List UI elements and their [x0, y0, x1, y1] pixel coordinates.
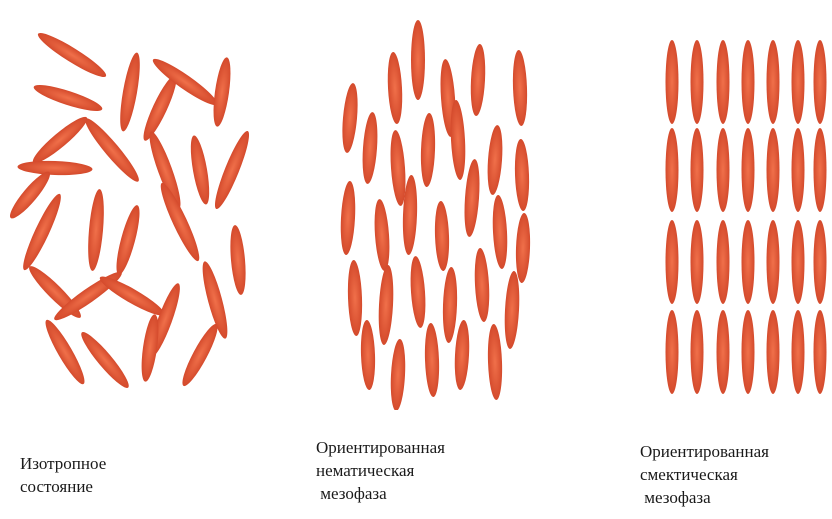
- smectic-molecule: [742, 128, 755, 212]
- nematic-molecule: [449, 100, 467, 181]
- smectic-molecule: [814, 128, 827, 212]
- isotropic-molecule: [155, 180, 204, 264]
- smectic-molecule: [666, 220, 679, 304]
- nematic-molecule: [514, 139, 531, 211]
- smectic-molecule: [666, 128, 679, 212]
- smectic-molecule: [666, 40, 679, 124]
- smectic-molecule: [691, 310, 704, 394]
- nematic-molecule: [339, 181, 357, 256]
- nematic-molecule: [486, 125, 505, 196]
- smectic-molecule: [814, 310, 827, 394]
- caption-line: смектическая: [640, 463, 769, 486]
- isotropic-molecule: [32, 80, 105, 116]
- nematic-molecule: [503, 271, 521, 350]
- isotropic-molecule: [177, 321, 222, 389]
- caption-line: Ориентированная: [640, 440, 769, 463]
- caption-line: Изотропное: [20, 452, 106, 475]
- isotropic-molecule: [34, 28, 109, 82]
- smectic-molecule: [767, 40, 780, 124]
- nematic-molecule: [469, 44, 487, 117]
- nematic-molecule: [389, 339, 407, 410]
- isotropic-caption: Изотропное состояние: [20, 452, 106, 498]
- isotropic-molecule: [80, 114, 143, 186]
- isotropic-molecule: [96, 271, 167, 320]
- nematic-molecule: [434, 201, 450, 271]
- smectic-molecule: [792, 128, 805, 212]
- nematic-molecule: [424, 323, 441, 397]
- caption-line: мезофаза: [640, 486, 769, 509]
- nematic-molecule: [360, 320, 376, 390]
- nematic-molecule: [347, 260, 364, 336]
- isotropic-molecule: [17, 160, 92, 177]
- isotropic-molecule: [116, 51, 144, 132]
- nematic-molecule: [409, 256, 428, 329]
- isotropic-molecule: [25, 262, 86, 323]
- nematic-molecule: [512, 50, 529, 126]
- smectic-molecule: [767, 310, 780, 394]
- caption-line: Ориентированная: [316, 436, 445, 459]
- smectic-molecule: [691, 128, 704, 212]
- isotropic-molecule: [85, 189, 106, 272]
- nematic-molecule: [340, 83, 360, 154]
- smectic-molecule: [666, 310, 679, 394]
- isotropic-molecule: [210, 56, 234, 127]
- isotropic-molecule: [29, 112, 92, 168]
- smectic-molecule: [792, 220, 805, 304]
- nematic-molecule: [420, 113, 437, 187]
- nematic-molecule: [411, 20, 425, 100]
- caption-line: мезофаза: [316, 482, 445, 505]
- smectic-molecule: [767, 128, 780, 212]
- caption-line: нематическая: [316, 459, 445, 482]
- nematic-molecule: [453, 320, 471, 391]
- nematic-molecule: [491, 195, 509, 270]
- smectic-molecule: [742, 40, 755, 124]
- smectic-molecule: [717, 220, 730, 304]
- isotropic-molecule: [112, 203, 144, 276]
- smectic-molecule: [691, 220, 704, 304]
- nematic-molecule: [487, 324, 504, 400]
- isotropic-molecule: [210, 128, 254, 211]
- smectic-molecule: [814, 220, 827, 304]
- caption-line: состояние: [20, 475, 106, 498]
- nematic-molecule: [377, 265, 395, 346]
- isotropic-molecule: [228, 225, 248, 296]
- nematic-molecule: [373, 199, 392, 272]
- smectic-molecule: [742, 220, 755, 304]
- smectic-molecule: [767, 220, 780, 304]
- nematic-molecule: [515, 213, 531, 283]
- isotropic-molecule: [40, 316, 89, 387]
- smectic-molecule: [792, 40, 805, 124]
- smectic-molecule: [792, 310, 805, 394]
- nematic-caption: Ориентированная нематическая мезофаза: [316, 436, 445, 505]
- nematic-molecule: [386, 52, 404, 125]
- nematic-molecule: [361, 112, 380, 185]
- isotropic-molecule: [76, 328, 133, 392]
- nematic-molecule: [462, 159, 481, 238]
- nematic-molecule: [473, 248, 491, 323]
- isotropic-phase-panel: [0, 0, 832, 410]
- isotropic-molecule: [187, 134, 213, 205]
- smectic-molecule: [814, 40, 827, 124]
- smectic-molecule: [717, 40, 730, 124]
- smectic-caption: Ориентированная смектическая мезофаза: [640, 440, 769, 509]
- smectic-molecule: [717, 128, 730, 212]
- smectic-molecule: [717, 310, 730, 394]
- nematic-molecule: [442, 267, 459, 343]
- smectic-molecule: [691, 40, 704, 124]
- smectic-molecule: [742, 310, 755, 394]
